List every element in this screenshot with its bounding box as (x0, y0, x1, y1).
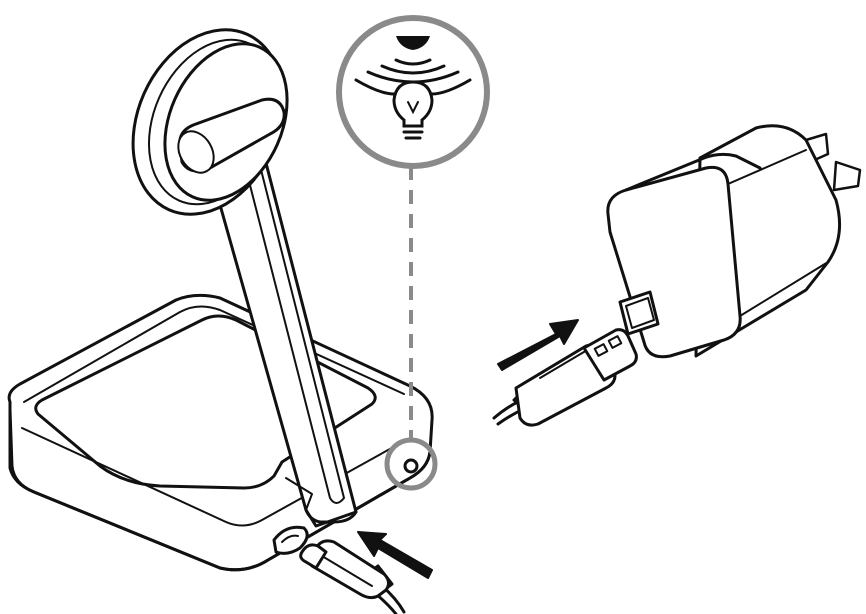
light-bulb-icon (354, 36, 472, 140)
stand-puck (131, 28, 289, 216)
callout-small-ring (384, 437, 438, 491)
stand-usb-c-port (272, 525, 309, 555)
adapter-usb-a-port (618, 290, 660, 336)
stand-base (7, 293, 434, 572)
stand-arm (202, 130, 358, 528)
usb-a-cable (492, 328, 638, 427)
insert-usb-a-arrow (497, 319, 579, 371)
stand-led-indicator (403, 458, 419, 474)
adapter-prong (832, 160, 862, 192)
insert-usb-c-arrow (357, 531, 433, 579)
led-indicator-callout (336, 15, 490, 491)
usb-c-plug-icon (299, 539, 394, 600)
usb-a-plug-icon (512, 328, 638, 427)
usb-c-cable (299, 539, 406, 614)
charging-stand (7, 28, 434, 572)
power-adapter (606, 124, 862, 359)
